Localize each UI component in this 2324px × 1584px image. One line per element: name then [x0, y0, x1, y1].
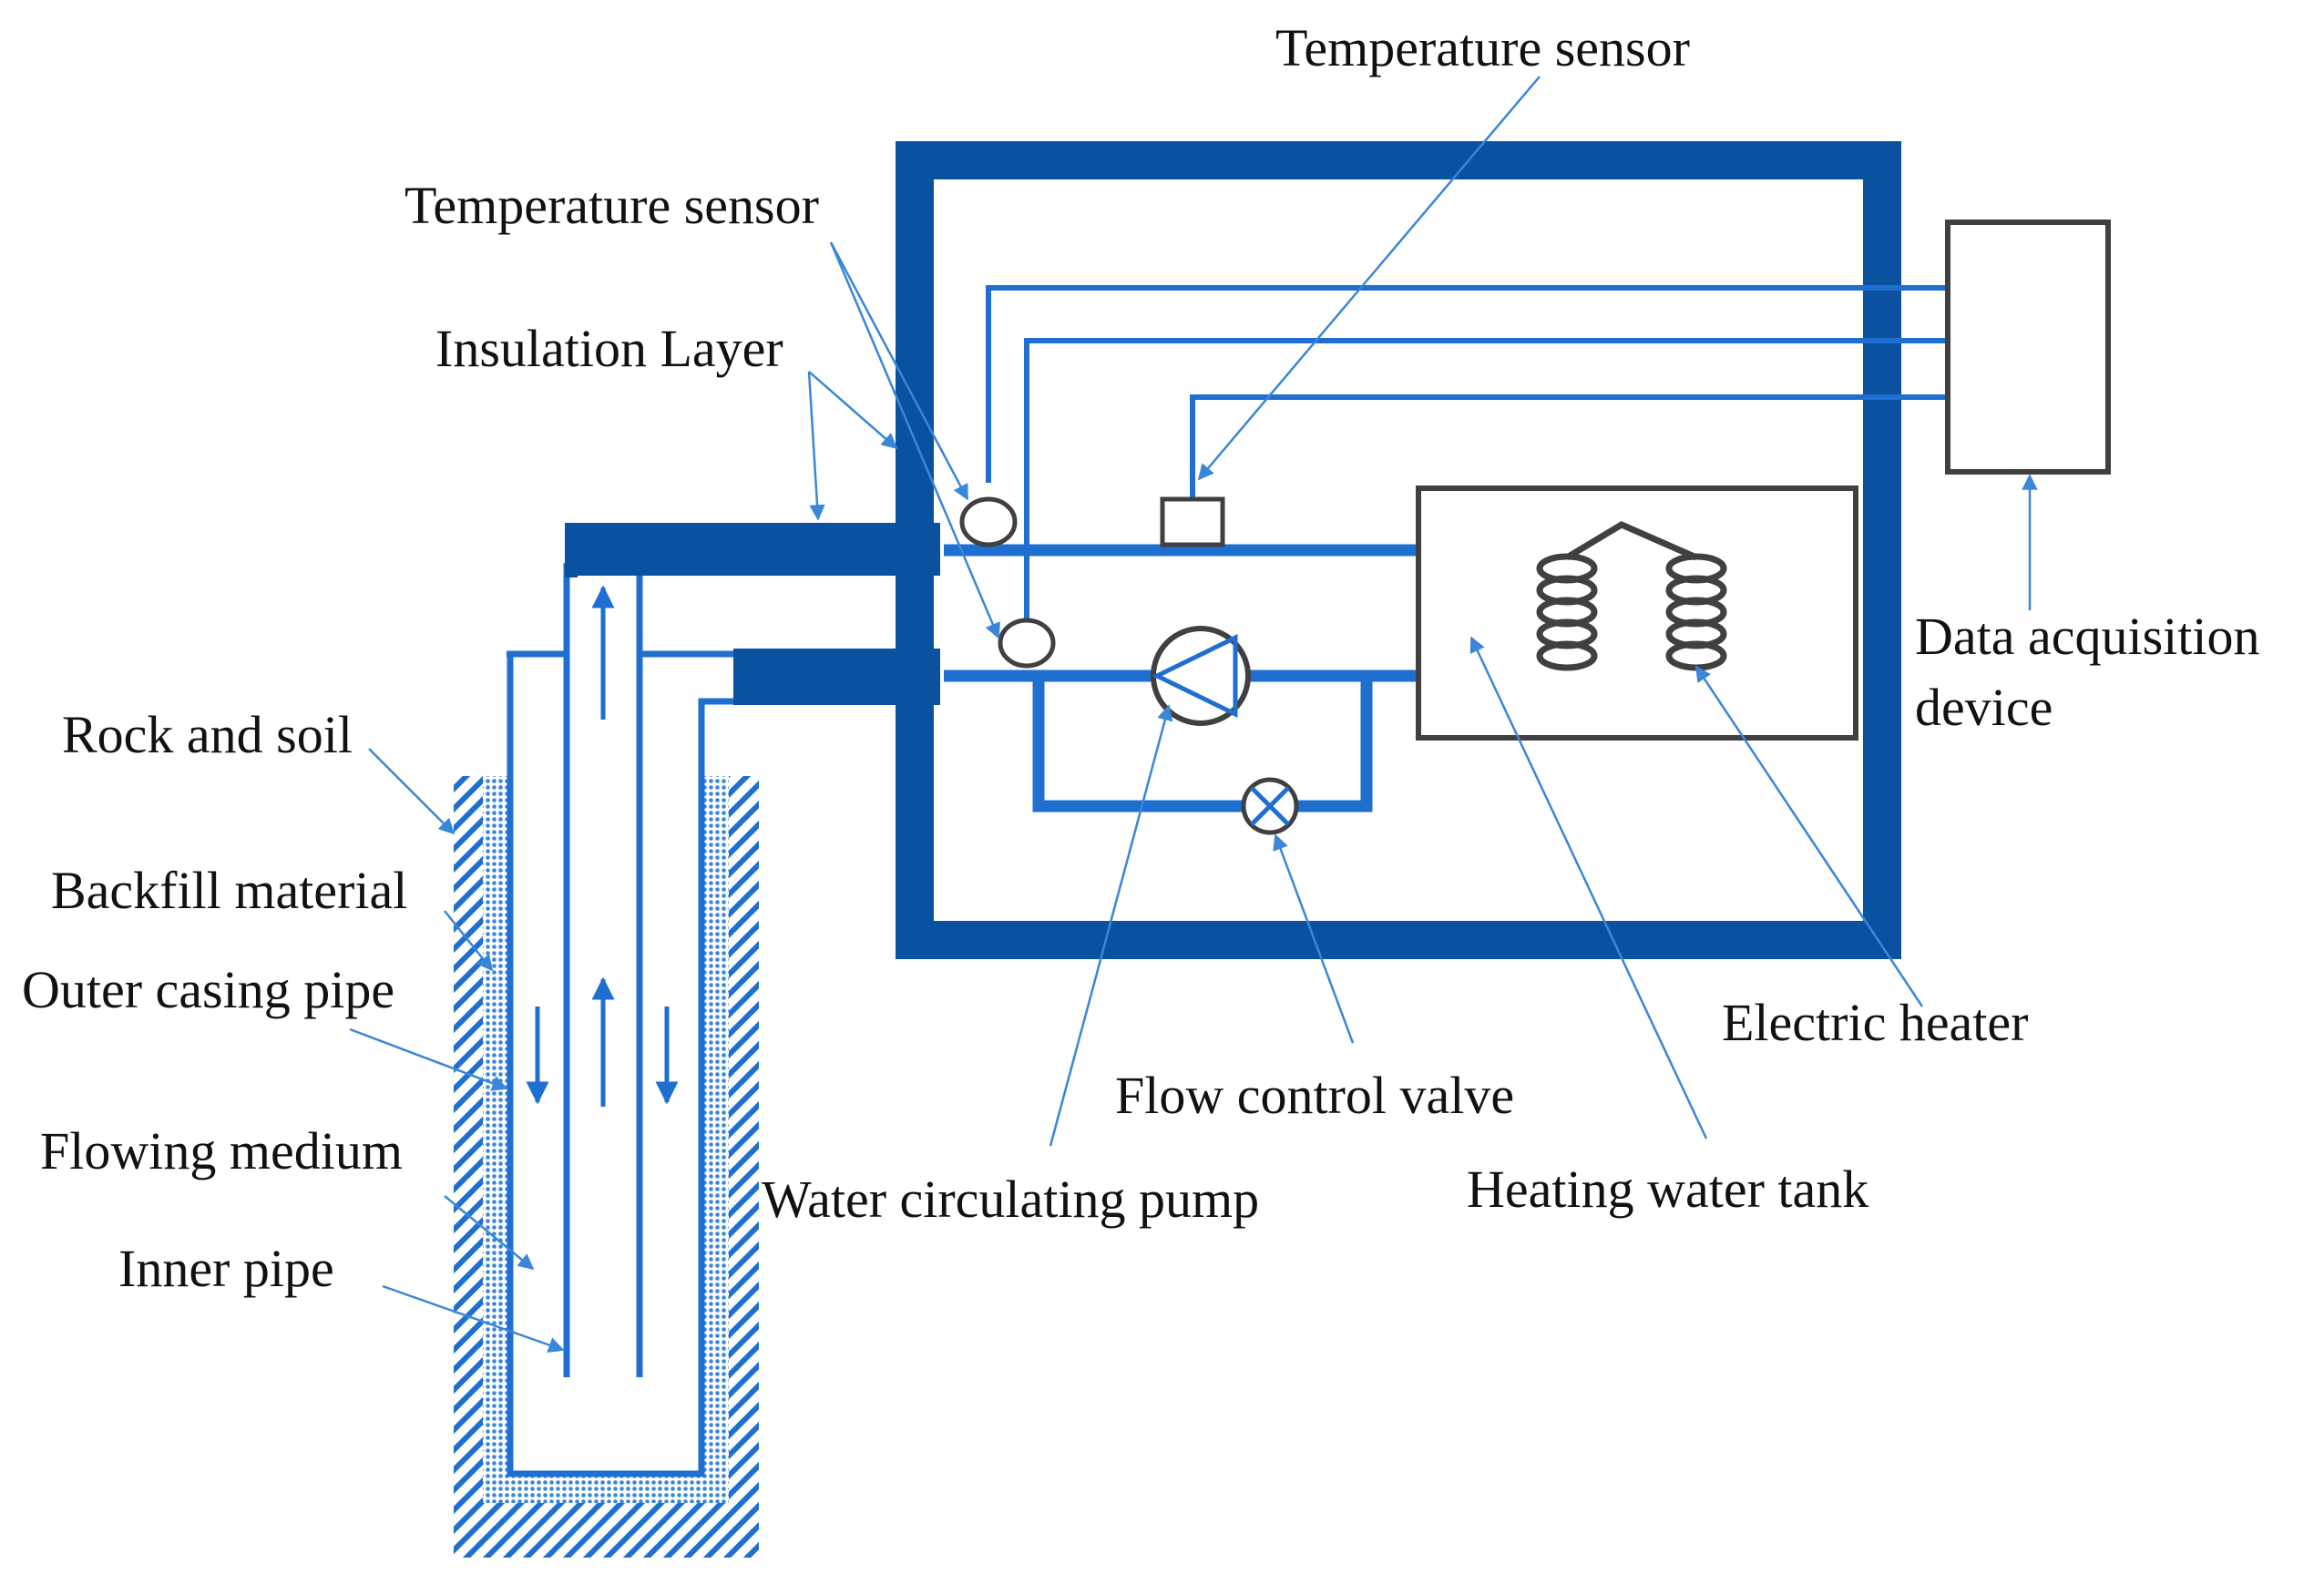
electric-heater — [1536, 521, 1727, 671]
label-electric-heater: Electric heater — [1722, 993, 2028, 1052]
label-water-circulating-pump: Water circulating pump — [762, 1170, 1259, 1229]
label-data-acquisition-line1: Data acquisition — [1915, 607, 2260, 666]
insulation-layer — [565, 523, 940, 705]
outer-casing-pipe — [507, 654, 733, 1477]
leader-lines — [349, 76, 2038, 1353]
label-outer-casing-pipe: Outer casing pipe — [22, 960, 394, 1019]
signal-wire-1 — [986, 285, 1948, 483]
label-inner-pipe: Inner pipe — [118, 1239, 334, 1298]
water-circulating-pump — [1151, 626, 1251, 726]
circulation-pipes — [944, 544, 1418, 812]
flow-control-valve — [1241, 777, 1299, 835]
label-rock-and-soil: Rock and soil — [62, 705, 353, 764]
label-backfill-material: Backfill material — [51, 861, 407, 920]
leader-insulation-2 — [807, 371, 825, 521]
leader-temp-sensor-left-2 — [829, 241, 1000, 639]
leader-electric-heater — [1694, 665, 1924, 1007]
leader-insulation-1 — [808, 371, 898, 450]
label-data-acquisition-line2: device — [1915, 678, 2053, 737]
test-rig-enclosure — [896, 141, 1901, 959]
temperature-sensor-upper — [959, 496, 1018, 547]
temperature-sensor-tank — [1160, 496, 1225, 547]
insulation-upper-pipe-drop — [565, 523, 578, 577]
bypass-loop — [1032, 676, 1373, 812]
leader-rock-and-soil — [368, 748, 456, 835]
label-temperature-sensor-top: Temperature sensor — [1275, 18, 1690, 77]
enclosure-frame — [896, 141, 1901, 959]
leader-temp-sensor-top — [1197, 76, 1541, 481]
borehole — [454, 563, 759, 1558]
heating-water-tank — [1416, 485, 1858, 741]
signal-wire-2 — [1024, 338, 1948, 638]
label-temperature-sensor-left: Temperature sensor — [404, 176, 819, 235]
label-heating-water-tank: Heating water tank — [1467, 1160, 1868, 1219]
leader-inner-pipe — [382, 1284, 565, 1353]
leader-pump — [1049, 704, 1173, 1147]
insulation-upper-pipe — [565, 523, 940, 576]
leader-flowing-medium — [444, 1195, 535, 1271]
labels: Temperature sensor Temperature sensor In… — [22, 18, 2260, 1298]
label-insulation-layer: Insulation Layer — [435, 319, 783, 378]
leader-backfill — [444, 910, 494, 972]
signal-wire-3 — [1190, 394, 1948, 499]
data-acquisition-device — [1945, 220, 2111, 475]
temperature-sensor-lower — [998, 618, 1056, 669]
label-flow-control-valve: Flow control valve — [1115, 1066, 1514, 1125]
leader-outer-casing — [349, 1027, 508, 1091]
leader-valve — [1273, 833, 1355, 1044]
leader-temp-sensor-left-1 — [829, 241, 969, 501]
backfill-material-fill — [483, 776, 729, 1503]
leader-heating-tank — [1469, 636, 1708, 1139]
signal-wires — [986, 285, 1948, 638]
label-flowing-medium: Flowing medium — [40, 1121, 403, 1180]
